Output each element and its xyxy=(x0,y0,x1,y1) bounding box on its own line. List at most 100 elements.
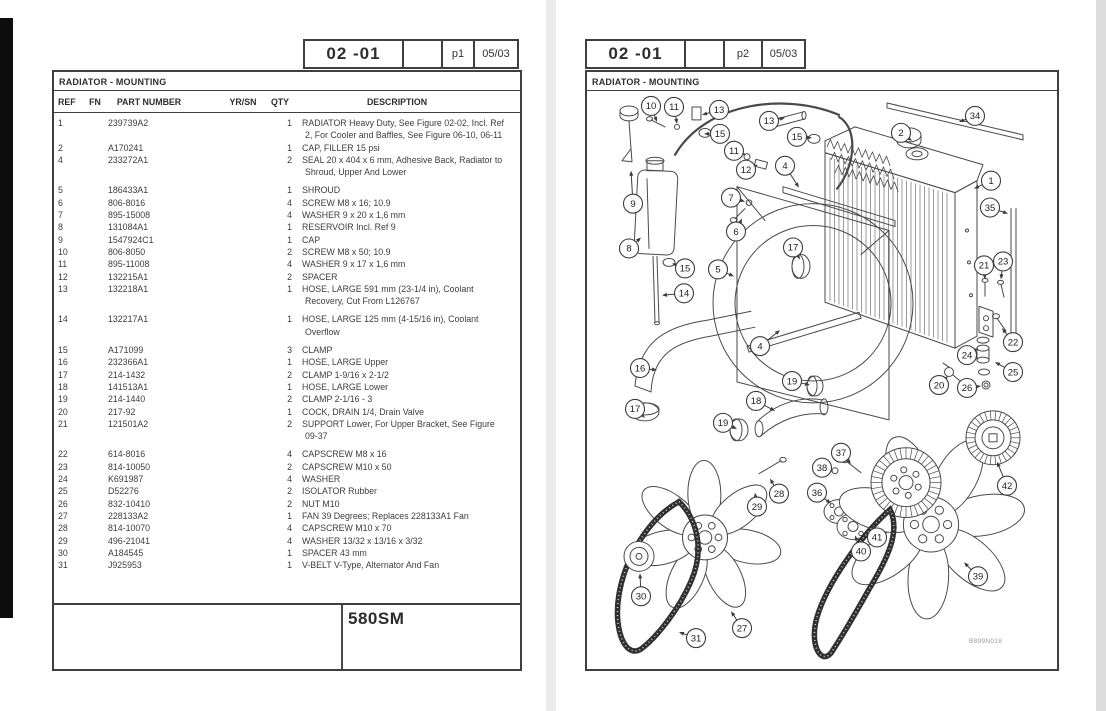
svg-text:25: 25 xyxy=(1008,367,1019,378)
callout-4: 4 xyxy=(774,155,799,188)
page-number-box-right: p2 xyxy=(723,39,763,69)
callout-15: 15 xyxy=(704,123,731,144)
column-header-fn: FN xyxy=(89,97,101,107)
svg-text:35: 35 xyxy=(985,203,996,214)
hoses-art xyxy=(634,102,854,438)
callout-11: 11 xyxy=(723,140,746,161)
rod-and-strip-art xyxy=(886,102,1024,343)
section-code: 02 -01 xyxy=(326,44,381,63)
drive-ring-art xyxy=(965,410,1021,466)
callout-41: 41 xyxy=(866,523,888,548)
callout-31: 31 xyxy=(679,628,707,649)
svg-text:24: 24 xyxy=(962,350,973,361)
callout-40: 40 xyxy=(850,535,872,562)
callout-12: 12 xyxy=(735,159,758,180)
callout-36: 36 xyxy=(806,482,831,504)
column-header-qty: QTY xyxy=(270,97,290,107)
column-header-yrsn: YR/SN xyxy=(229,97,257,107)
callout-42: 42 xyxy=(996,461,1018,496)
seal-strips-art xyxy=(746,186,896,353)
date-box-right: 05/03 xyxy=(761,39,806,69)
callout-17: 17 xyxy=(624,398,646,419)
column-header-desc: DESCRIPTION xyxy=(366,97,428,107)
blank-header-box-left xyxy=(402,39,443,69)
parts-table: RADIATOR - MOUNTING REF FN PART NUMBER Y… xyxy=(52,70,522,671)
callout-23: 23 xyxy=(992,251,1014,280)
pulley-art xyxy=(623,540,655,572)
svg-text:40: 40 xyxy=(856,547,867,558)
callout-17: 17 xyxy=(782,237,804,260)
dipstick-cap-art xyxy=(619,105,639,163)
table-title: RADIATOR - MOUNTING xyxy=(54,72,520,91)
svg-text:15: 15 xyxy=(792,132,803,143)
svg-text:42: 42 xyxy=(1002,481,1013,492)
callout-5: 5 xyxy=(707,259,734,280)
svg-text:15: 15 xyxy=(680,264,691,275)
page-number: p2 xyxy=(736,48,750,60)
small-hardware-art xyxy=(644,106,875,552)
page-number-box-left: p1 xyxy=(441,39,475,69)
pulleys-layer xyxy=(623,410,1021,572)
callout-15: 15 xyxy=(672,258,696,279)
callout-15: 15 xyxy=(786,126,812,147)
svg-text:17: 17 xyxy=(788,243,799,254)
svg-text:4: 4 xyxy=(782,161,787,172)
svg-text:21: 21 xyxy=(979,261,990,272)
coolant-reservoir-art xyxy=(619,105,679,326)
callout-8: 8 xyxy=(618,237,641,259)
callout-14: 14 xyxy=(662,283,695,304)
revision-date: 05/03 xyxy=(769,48,798,60)
svg-text:7: 7 xyxy=(728,193,733,204)
svg-text:1: 1 xyxy=(988,176,993,187)
callout-7: 7 xyxy=(720,187,745,208)
svg-text:11: 11 xyxy=(669,102,679,113)
scan-edge-right xyxy=(1096,0,1106,711)
callout-39: 39 xyxy=(964,562,989,587)
callout-18: 18 xyxy=(745,390,775,411)
svg-text:38: 38 xyxy=(817,463,828,474)
callout-38: 38 xyxy=(811,457,833,478)
callout-21: 21 xyxy=(973,255,995,280)
column-header-part: PART NUMBER xyxy=(116,97,182,107)
svg-text:8: 8 xyxy=(626,244,631,255)
svg-text:19: 19 xyxy=(787,376,798,387)
svg-text:39: 39 xyxy=(973,572,984,583)
figure-code: B899N018 xyxy=(969,638,1003,645)
model-code: 580SM xyxy=(348,609,405,628)
fan-shroud-art xyxy=(712,186,914,421)
svg-text:31: 31 xyxy=(691,633,702,644)
svg-text:2: 2 xyxy=(898,128,903,139)
callout-30: 30 xyxy=(630,573,652,607)
callout-27: 27 xyxy=(731,611,753,639)
svg-text:30: 30 xyxy=(636,592,647,603)
svg-text:29: 29 xyxy=(752,502,763,513)
svg-text:18: 18 xyxy=(751,396,762,407)
callout-26: 26 xyxy=(956,377,981,398)
callout-16: 16 xyxy=(629,358,657,379)
svg-text:14: 14 xyxy=(679,289,690,300)
svg-text:20: 20 xyxy=(934,380,945,391)
svg-text:13: 13 xyxy=(764,116,775,127)
callout-28: 28 xyxy=(768,478,790,504)
callout-19: 19 xyxy=(712,412,737,433)
callout-2: 2 xyxy=(890,122,912,143)
exploded-diagram-panel: RADIATOR - MOUNTING xyxy=(585,70,1059,671)
callout-9: 9 xyxy=(622,170,644,214)
scan-edge-bar xyxy=(0,18,13,618)
